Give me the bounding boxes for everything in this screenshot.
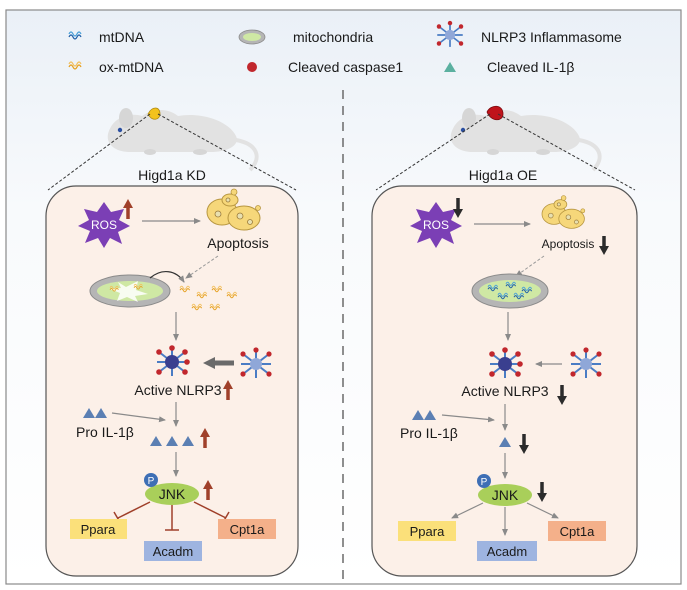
legend-mtdna-label: mtDNA xyxy=(99,29,145,45)
legend-il1b-icon xyxy=(444,62,456,72)
left-il1b-up-arrowhead xyxy=(200,428,210,437)
left-cpt1a-box xyxy=(218,519,276,539)
legend-caspase-label: Cleaved caspase1 xyxy=(288,59,403,75)
right-panel-box xyxy=(371,185,638,577)
left-mouse-liver-icon xyxy=(147,107,161,120)
left-jnk-inhibition-lines xyxy=(113,501,230,531)
left-jnk-label: JNK xyxy=(159,486,186,502)
right-mouse-illustration xyxy=(448,105,602,172)
right-panel: Higd1a OE ROS Apoptosis Active NLRP3 xyxy=(371,167,638,577)
right-ppara-label: Ppara xyxy=(410,524,445,539)
left-apoptosis-to-mito-arrow xyxy=(185,255,219,279)
right-cpt1a-box xyxy=(548,521,606,541)
left-acadm-box xyxy=(144,541,202,561)
legend-il1b-label: Cleaved IL-1β xyxy=(487,59,574,75)
right-ppara-box xyxy=(398,521,456,541)
right-pro-il1b-icon xyxy=(412,410,436,420)
right-jnk-to-ppara-arrow xyxy=(451,502,484,519)
left-mouse-illustration xyxy=(105,106,259,172)
legend-mitochondria-label: mitochondria xyxy=(293,29,373,45)
right-panel-title: Higd1a OE xyxy=(469,167,537,183)
right-zoom-line-a xyxy=(375,113,491,191)
left-pro-il1b-label: Pro IL-1β xyxy=(76,424,134,440)
right-jnk-label: JNK xyxy=(492,487,519,503)
left-apoptosis-label: Apoptosis xyxy=(207,235,268,251)
left-active-nlrp3-label: Active NLRP3 xyxy=(134,382,221,398)
left-ppara-label: Ppara xyxy=(81,522,116,537)
right-phospho-label: P xyxy=(481,477,488,488)
right-il1b-down-arrowhead xyxy=(519,445,529,454)
legend-mitochondria-icon xyxy=(238,29,266,45)
right-ros-down-arrowhead xyxy=(453,209,463,218)
right-apoptosis-label: Apoptosis xyxy=(542,237,595,251)
right-pro-il1b-arrow xyxy=(441,414,495,423)
legend-ox-mtdna-label: ox-mtDNA xyxy=(99,59,164,75)
right-phospho-badge xyxy=(477,474,491,488)
left-jnk-oval xyxy=(145,483,199,505)
left-zoom-line-b xyxy=(157,113,297,191)
left-mtdna-release-arrow xyxy=(149,271,185,283)
right-mouse-liver-icon xyxy=(486,105,504,121)
left-jnk-up-arrowhead xyxy=(203,480,213,489)
right-mitochondria-icon xyxy=(471,273,549,309)
left-pro-il1b-icon xyxy=(83,408,107,418)
legend: mtDNA ox-mtDNA mitochondria Cleaved casp… xyxy=(68,20,622,75)
right-nlrp3-down-arrowhead xyxy=(557,396,567,405)
left-panel: Higd1a KD ROS Apoptosis Active NLR xyxy=(45,167,299,577)
left-pro-il1b-arrow xyxy=(111,412,166,423)
left-cleaved-il1b-icon xyxy=(150,436,194,446)
right-zoom-line-b xyxy=(497,113,636,191)
left-mitochondria-icon xyxy=(89,274,171,308)
right-acadm-label: Acadm xyxy=(487,544,527,559)
left-zoom-line-a xyxy=(47,113,151,191)
left-cpt1a-label: Cpt1a xyxy=(230,522,265,537)
left-phospho-label: P xyxy=(148,476,155,487)
left-ppara-box xyxy=(70,519,127,539)
legend-caspase-icon xyxy=(247,62,257,72)
right-cpt1a-label: Cpt1a xyxy=(560,524,595,539)
left-ros-label: ROS xyxy=(91,218,117,232)
legend-inflammasome-label: NLRP3 Inflammasome xyxy=(481,29,622,45)
right-apoptosis-to-mito-arrow xyxy=(515,255,545,277)
right-cleaved-il1b-icon xyxy=(499,437,511,447)
right-jnk-down-arrowhead xyxy=(537,493,547,502)
left-nlrp3-up-arrowhead xyxy=(223,380,233,389)
right-acadm-box xyxy=(477,541,537,561)
right-pro-il1b-label: Pro IL-1β xyxy=(400,425,458,441)
left-phospho-badge xyxy=(144,473,158,487)
right-jnk-oval xyxy=(478,484,532,506)
left-acadm-label: Acadm xyxy=(153,544,193,559)
right-active-nlrp3-label: Active NLRP3 xyxy=(461,383,548,399)
left-panel-title: Higd1a KD xyxy=(138,167,206,183)
right-apoptosis-down-arrowhead xyxy=(599,246,609,255)
left-ros-up-arrowhead xyxy=(123,199,133,208)
right-ros-label: ROS xyxy=(423,218,449,232)
right-jnk-to-cpt1a-arrow xyxy=(526,502,559,519)
